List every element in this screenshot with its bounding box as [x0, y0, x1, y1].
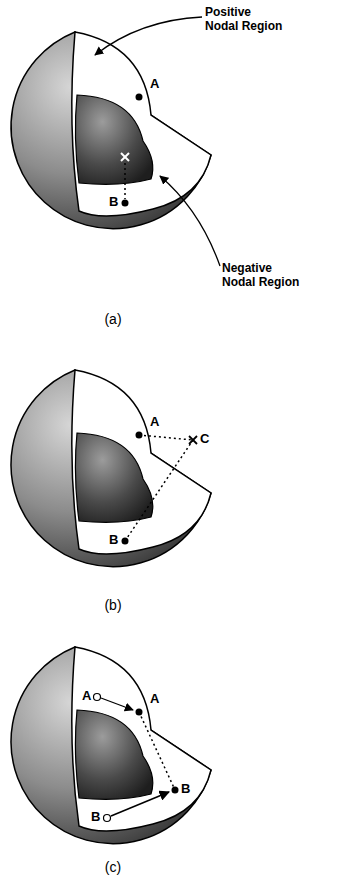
- sphere-a: [11, 32, 211, 229]
- point-label: B: [109, 195, 118, 209]
- panel-b-marks: [122, 432, 198, 545]
- region-label: Positive Nodal Region: [205, 6, 285, 34]
- panel-label: (b): [104, 598, 121, 613]
- leader-arrow: [95, 17, 202, 55]
- panel-label: (c): [105, 860, 121, 875]
- point-label: C: [200, 432, 209, 446]
- panel-label: (a): [104, 312, 121, 327]
- sphere-c: [11, 647, 211, 844]
- point-label: B: [91, 810, 100, 824]
- sphere-b: [11, 370, 211, 567]
- point-label: A: [150, 77, 159, 91]
- point-label: B: [109, 533, 118, 547]
- region-label: Negative Nodal Region: [222, 262, 302, 290]
- panel-c-marks: [94, 694, 179, 822]
- point-label: A: [150, 415, 159, 429]
- point-label: A: [150, 692, 159, 706]
- leader-arrow: [160, 176, 220, 266]
- panel-a-marks: [121, 94, 143, 207]
- point-label: A: [82, 689, 91, 703]
- point-label: B: [181, 782, 190, 796]
